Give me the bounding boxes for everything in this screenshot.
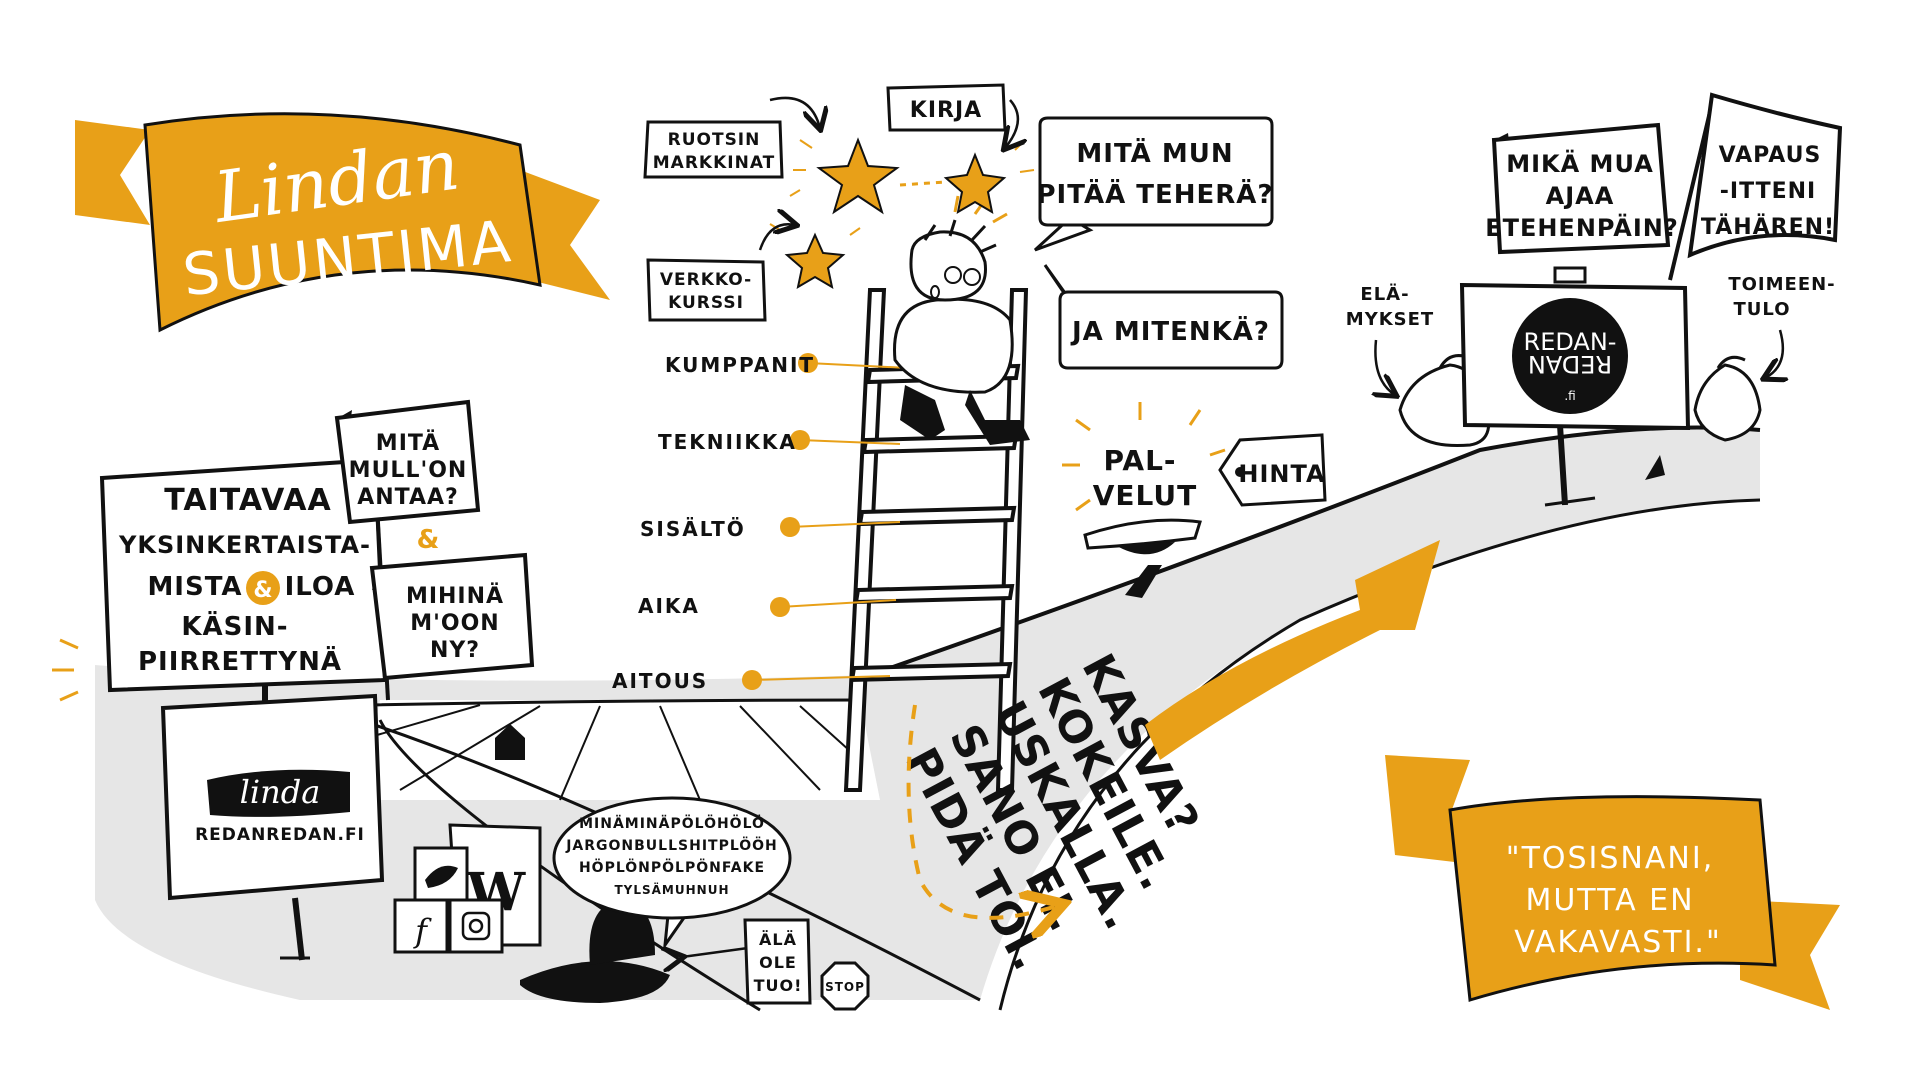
skills-line-3b: ILOA (285, 572, 356, 602)
stop-sign: STOP (820, 961, 870, 1011)
skills-line-2: YKSINKERTAISTA- (118, 531, 371, 559)
sack-right (1693, 355, 1762, 442)
ala-line-3: TUO! (754, 976, 803, 995)
ruotsin-line-2: MARKKINAT (653, 153, 776, 173)
instagram-icon (461, 911, 491, 941)
skills-line-5: PIIRRETTYNÄ (138, 645, 342, 677)
redan-logo-top: REDAN- (1524, 328, 1617, 356)
climbing-figure (893, 219, 1030, 445)
elamykset-line-1: ELÄ- (1360, 283, 1409, 305)
redan-logo-fi: .fi (1564, 389, 1575, 403)
what-line-1: MITÄ MUN (1076, 137, 1233, 169)
label-sisalto: SISÄLTÖ (640, 517, 746, 541)
palvelut-line-1: PAL- (1103, 444, 1176, 477)
freedom-line-1: VAPAUS (1719, 143, 1822, 168)
brand-logo-text: linda (240, 773, 321, 811)
jargon-line-4: TYLSÄMUHNUH (614, 882, 729, 897)
flag-what-drives: MIKÄ MUA AJAA ETEHENPÄIN? (1485, 122, 1679, 255)
where-line-3: NY? (430, 638, 480, 663)
label-aitous: AITOUS (612, 669, 708, 693)
give-line-1: MITÄ (376, 430, 440, 456)
drive-line-2: AJAA (1546, 182, 1615, 210)
toimeentulo-line-1: TOIMEEN- (1728, 274, 1835, 295)
give-line-3: ANTAA? (357, 485, 459, 510)
sack-labels: ELÄ- MYKSET TOIMEEN- TULO (1346, 274, 1835, 395)
dashed-arrow (906, 704, 1060, 918)
quote-line-1: "TOSISNANI, (1506, 841, 1714, 876)
ala-line-1: ÄLÄ (759, 930, 797, 949)
quote-line-3: VAKAVASTI." (1514, 925, 1722, 960)
verkko-line-1: VERKKO- (660, 270, 752, 290)
social-blocks: W f (393, 823, 542, 954)
freedom-line-3: TÄHÄREN! (1701, 214, 1835, 240)
star-right-icon (943, 152, 1007, 214)
ruotsin-label: RUOTSIN MARKKINAT (643, 120, 784, 179)
redan-logo-bottom: REDAN (1528, 350, 1612, 378)
title-banner: Lindan SUUNTIMA (75, 112, 610, 333)
bubble-how: JA MITENKÄ? (1043, 264, 1284, 370)
brand-url: REDANREDAN.FI (195, 825, 365, 845)
stars (758, 96, 1035, 290)
where-line-2: M'OON (410, 611, 499, 636)
redan-logo-circle (1512, 298, 1628, 414)
label-tekniikka: TEKNIIKKA (658, 430, 797, 454)
bubble-what-to-do: MITÄ MUN PITÄÄ TEHERÄ? (1033, 116, 1274, 252)
elamykset-line-2: MYKSET (1346, 309, 1434, 330)
give-line-2: MULL'ON (349, 458, 468, 483)
skills-line-4: KÄSIN- (181, 610, 288, 642)
growth-arrow (1145, 540, 1440, 760)
toimeentulo-line-2: TULO (1733, 299, 1790, 320)
flag-where-am-i: MIHINÄ M'OON NY? (369, 552, 535, 681)
ruotsin-line-1: RUOTSIN (668, 130, 761, 150)
ala-sign: ÄLÄ OLE TUO! (682, 918, 812, 1005)
skills-line-1: TAITAVAA (164, 483, 331, 518)
hinta-tag: HINTA (1238, 460, 1325, 488)
ala-line-2: OLE (759, 953, 797, 972)
kirja-text: KIRJA (910, 98, 982, 123)
brand-sign: linda REDANREDAN.FI (160, 693, 385, 961)
drive-line-3: ETEHENPÄIN? (1485, 213, 1679, 242)
quote-banner: "TOSISNANI, MUTTA EN VAKAVASTI." (1385, 755, 1840, 1010)
how-text: JA MITENKÄ? (1070, 315, 1270, 347)
palvelut-group: PAL- VELUT HINTA (1062, 402, 1327, 598)
left-skills-sign: TAITAVAA YKSINKERTAISTA- MISTA & ILOA KÄ… (99, 457, 388, 710)
jargon-line-3: HÖPLÖNPÖLPÖNFAKE (579, 858, 765, 876)
palvelut-line-2: VELUT (1093, 479, 1197, 512)
ladder-labels: KUMPPANIT TEKNIIKKA SISÄLTÖ AIKA AITOUS (612, 353, 909, 693)
skills-line-3a: MISTA (147, 572, 242, 602)
spark-lines-left (52, 638, 79, 702)
label-kumppanit: KUMPPANIT (665, 353, 815, 377)
redan-sign: REDAN- REDAN .fi (1459, 266, 1691, 507)
quote-line-2: MUTTA EN (1525, 883, 1694, 918)
what-line-2: PITÄÄ TEHERÄ? (1037, 178, 1274, 210)
verkko-label: VERKKO- KURSSI (646, 258, 767, 322)
ampersand-badge (246, 571, 280, 605)
jargon-bubble: MINÄMINÄPÖLÖHÖLÖ JARGONBULLSHITPLÖÖH HÖP… (552, 796, 792, 951)
flag-give-amp: & (417, 525, 440, 555)
jargon-line-2: JARGONBULLSHITPLÖÖH (565, 836, 778, 854)
drive-line-1: MIKÄ MUA (1506, 149, 1654, 178)
label-aika: AIKA (638, 594, 700, 618)
freedom-line-2: -ITTENI (1720, 179, 1816, 204)
twitter-bird-icon (425, 865, 458, 888)
flag-freedom: VAPAUS -ITTENI TÄHÄREN! (1668, 92, 1843, 281)
ampersand-text: & (253, 578, 272, 603)
kirja-label: KIRJA (886, 83, 1007, 132)
verkko-line-2: KURSSI (668, 293, 744, 313)
stop-text: STOP (825, 980, 865, 994)
star-big-icon (816, 137, 900, 215)
where-line-1: MIHINÄ (406, 583, 504, 609)
jargon-line-1: MINÄMINÄPÖLÖHÖLÖ (579, 814, 765, 832)
star-small-icon (784, 232, 846, 290)
